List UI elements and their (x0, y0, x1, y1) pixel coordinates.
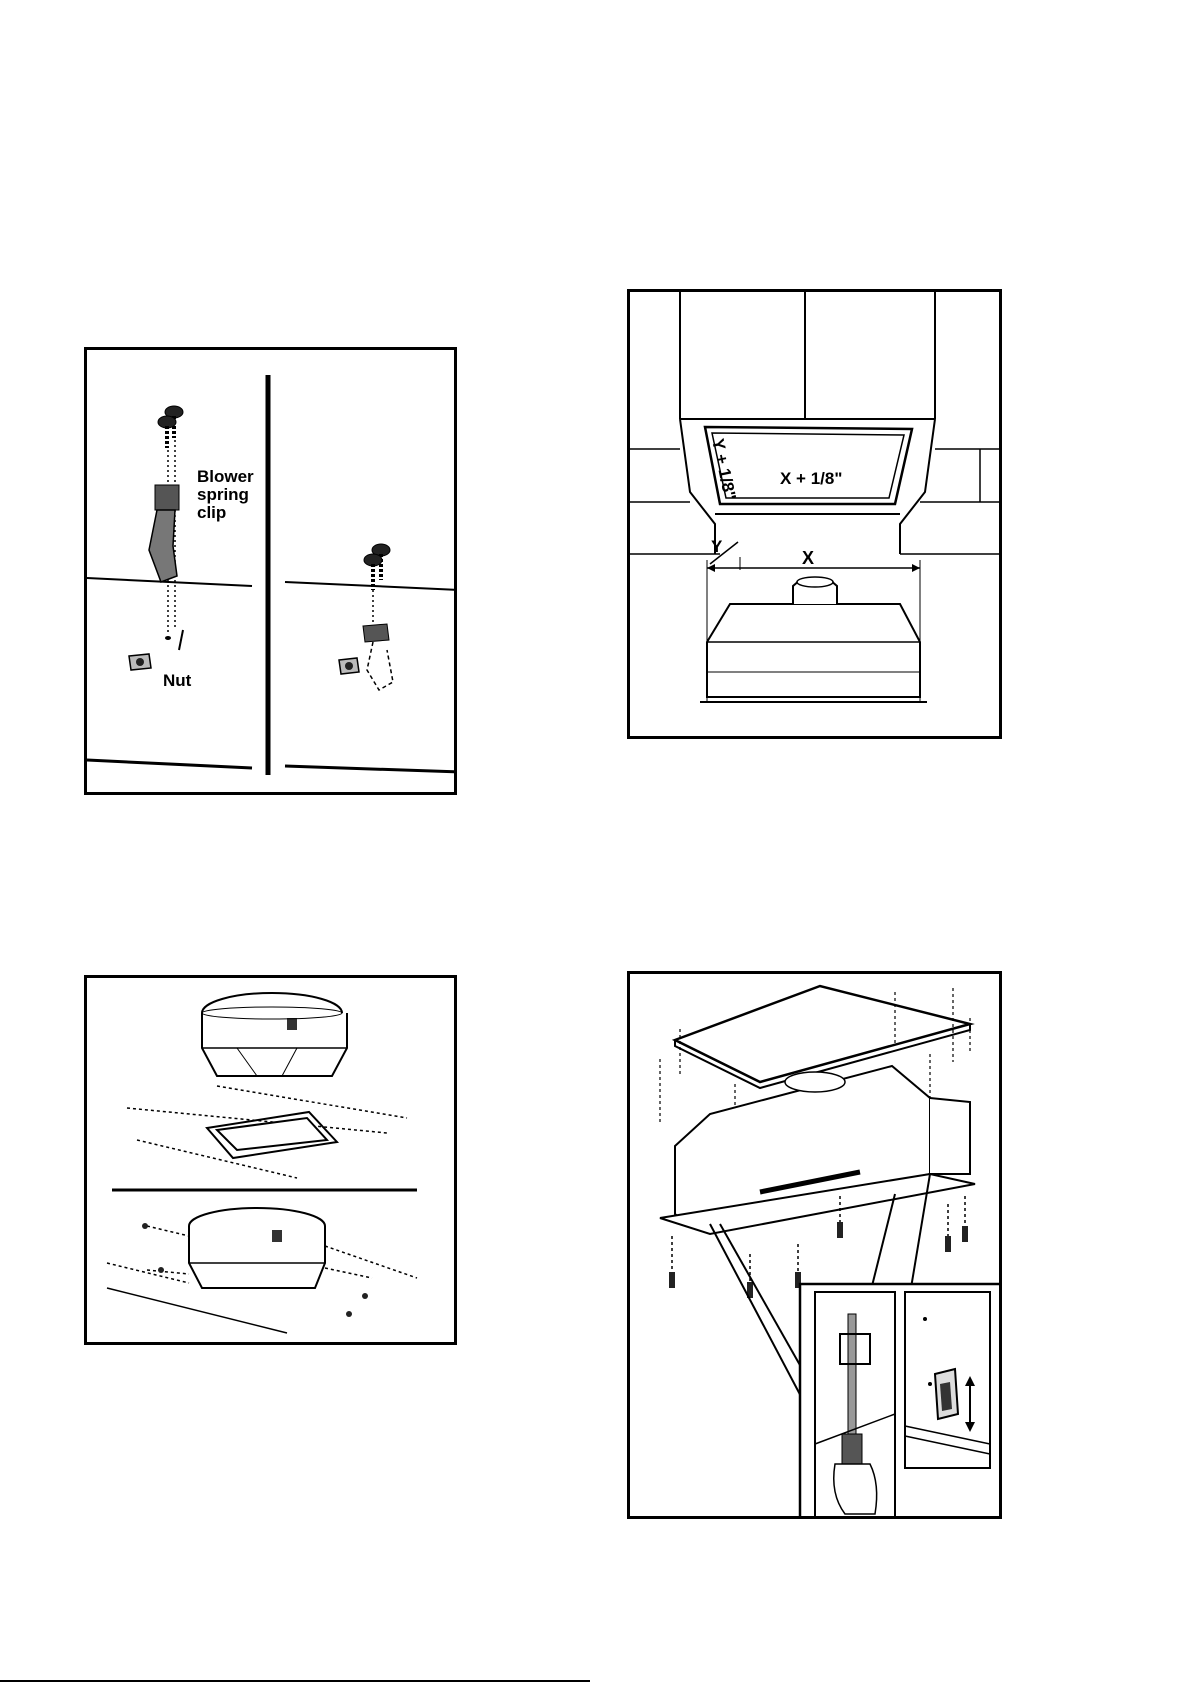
insert-mounting-figure (627, 971, 1002, 1519)
spring-label: spring (197, 485, 249, 504)
screw-icon (158, 406, 183, 448)
blower-mount-figure (84, 975, 457, 1345)
x-label: X (802, 548, 814, 568)
spring-clip-illustration: Blower spring clip Nut (87, 350, 457, 795)
ceiling-line (285, 766, 457, 772)
y-label: Y (711, 537, 723, 556)
spring-clip-icon (363, 624, 393, 690)
blower-label: Blower (197, 467, 254, 486)
spring-clip-icon (149, 485, 179, 582)
cutout-dimensions-figure: Y + 1/8" X + 1/8" Y X (627, 289, 1002, 739)
clip-label: clip (197, 503, 226, 522)
x-plus-label: X + 1/8" (780, 469, 842, 488)
nut-icon (129, 654, 151, 670)
nut-icon (339, 658, 359, 674)
nut-label: Nut (163, 671, 192, 690)
footer-rule (0, 1680, 590, 1682)
screw-icon (364, 544, 390, 590)
insert-mounting-illustration (630, 974, 1002, 1519)
spring-clip-figure: Blower spring clip Nut (84, 347, 457, 795)
blower-icon (202, 993, 347, 1076)
cutout-illustration: Y + 1/8" X + 1/8" Y X (630, 292, 1002, 739)
blower-mount-illustration (87, 978, 457, 1345)
ceiling-line (87, 760, 252, 768)
blower-icon (189, 1208, 325, 1288)
